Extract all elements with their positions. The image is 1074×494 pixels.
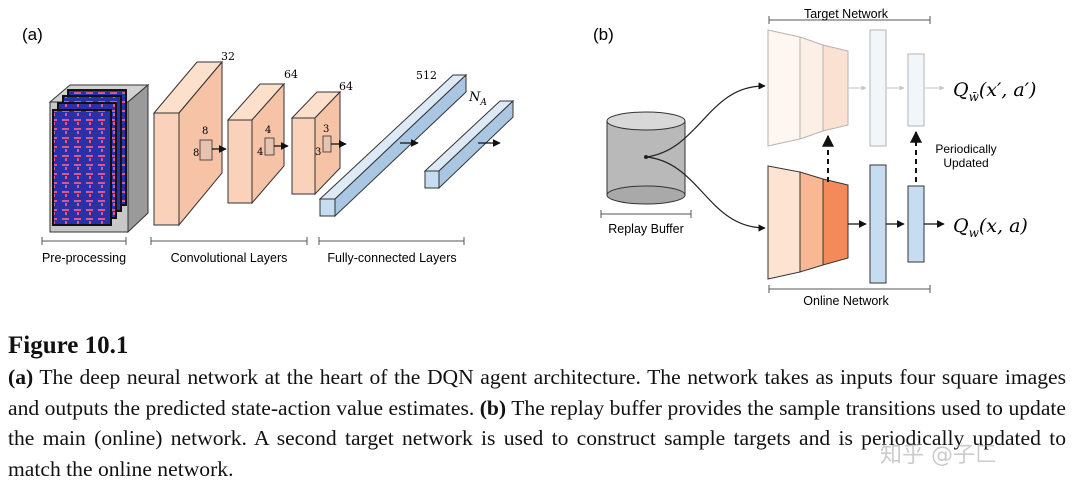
online-network-bracket: [768, 285, 931, 293]
panel-b-label: (b): [593, 25, 614, 44]
online-network-label: Online Network: [803, 294, 889, 308]
online-network: [767, 164, 945, 284]
update-label-line1: Periodically: [935, 142, 996, 156]
kernel-2-size-side: 4: [257, 147, 263, 158]
replay-buffer-label: Replay Buffer: [608, 222, 684, 236]
target-network-label: Target Network: [804, 7, 889, 21]
buffer-to-target-arrow: [645, 82, 766, 158]
stage-label-conv: Convolutional Layers: [171, 251, 288, 265]
kernel-3-size-side: 3: [315, 147, 321, 158]
fc-512-size: 512: [416, 69, 437, 82]
conv-layer-2: 64 4 4: [226, 68, 298, 205]
update-label-line2: Updated: [943, 156, 988, 170]
kernel-1-size: 8: [202, 126, 208, 137]
caption-tag-a: (a): [8, 365, 34, 389]
figure-caption: Figure 10.1 (a) The deep neural network …: [8, 330, 1066, 484]
fc-output-layer: NA: [423, 90, 515, 190]
caption-tag-b: (b): [479, 395, 507, 420]
conv-1-depth: 32: [221, 50, 235, 63]
online-conv-1: [767, 165, 801, 280]
conv-layer-1: 32 8 8: [152, 50, 235, 227]
caption-body: (a) The deep neural network at the heart…: [8, 362, 1066, 484]
stage-label-preprocessing: Pre-processing: [42, 251, 126, 265]
replay-buffer-bracket: [600, 210, 692, 218]
buffer-to-online-arrow: [645, 156, 766, 232]
conv-layer-3: 64 3 3: [290, 80, 353, 196]
online-q-output: Qw(x, a): [953, 215, 1028, 240]
online-conv-2: [799, 171, 824, 273]
frame-1: [52, 109, 112, 226]
fc-output-size: NA: [468, 90, 487, 108]
stage-bracket-conv: [150, 237, 308, 245]
online-fc-2: [907, 185, 925, 263]
kernel-2-size: 4: [265, 125, 271, 136]
figure-title: Figure 10.1: [8, 332, 129, 359]
target-network-bracket: [768, 16, 931, 24]
conv-2-depth: 64: [284, 68, 298, 81]
kernel-1-size-side: 8: [193, 148, 199, 159]
figure-diagram: (a) 32 8 8 64 4 4: [22, 7, 1036, 308]
stage-label-fc: Fully-connected Layers: [327, 251, 456, 265]
target-q-output: Qw̄(x′, a′): [953, 79, 1036, 104]
kernel-3-size: 3: [323, 124, 329, 135]
conv-3-depth: 64: [339, 80, 353, 93]
fc-layer-512: 512: [318, 69, 468, 218]
conv-kernel-3: [322, 135, 332, 153]
target-network: [767, 29, 945, 147]
input-frames-stack: [48, 83, 150, 234]
conv-kernel-1: [199, 139, 213, 161]
stage-bracket-fc: [318, 237, 465, 245]
online-conv-3: [822, 178, 849, 266]
panel-a-label: (a): [22, 25, 43, 44]
caption-text-a: The deep neural network at the heart of …: [8, 365, 1066, 420]
watermark: 知乎 @子匚: [880, 443, 997, 468]
stage-bracket-preprocessing: [41, 237, 127, 245]
online-fc-1: [869, 164, 887, 284]
caption-text-b: The replay buffer provides the sample tr…: [8, 395, 1066, 481]
conv-kernel-2: [264, 137, 275, 156]
